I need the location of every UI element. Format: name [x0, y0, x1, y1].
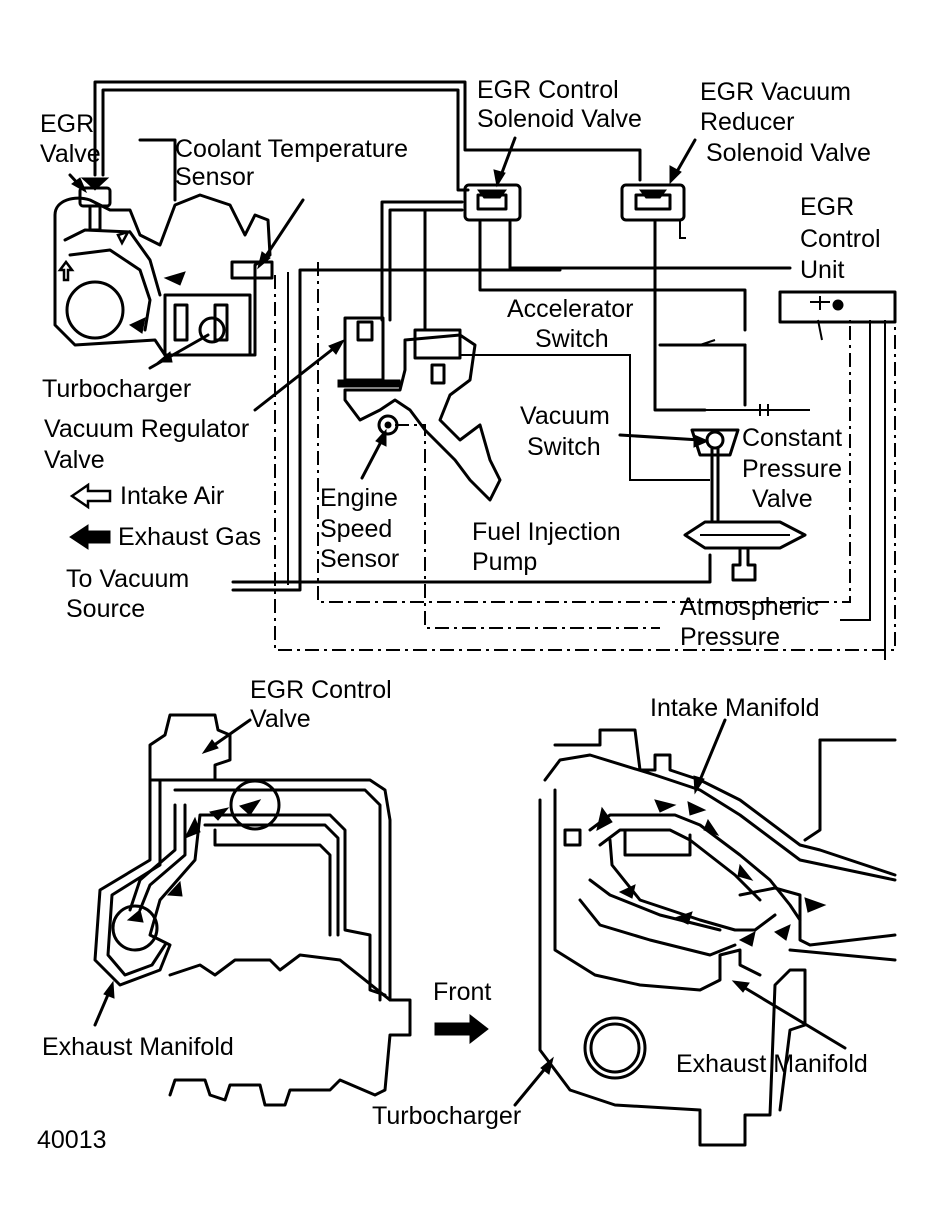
electrical-wiring — [274, 262, 896, 651]
vacuum-regulator-valve — [337, 316, 401, 388]
label-atmospheric-2: Pressure — [680, 623, 780, 651]
intake-air-arrow-icon — [69, 482, 112, 510]
egr-control-solenoid-valve — [463, 183, 522, 222]
label-accelerator-switch-2: Switch — [535, 325, 609, 353]
figure-number: 40013 — [37, 1126, 107, 1154]
coolant-temperature-sensor — [230, 260, 274, 280]
label-egr-control-unit-2: Control — [800, 225, 881, 253]
intake-exhaust-right-view — [513, 718, 897, 1147]
label-fuel-injection-1: Fuel Injection — [472, 518, 621, 546]
bottom-left-labels: EGR Control Valve Exhaust Manifold — [42, 676, 392, 1061]
label-egr-valve-1: EGR — [40, 110, 94, 138]
flow-legend: Intake Air Exhaust Gas — [69, 482, 261, 551]
label-egr-control-unit-3: Unit — [800, 256, 845, 284]
label-engine-speed-2: Speed — [320, 515, 392, 543]
egr-vacuum-reducer-solenoid-valve — [620, 183, 686, 239]
label-constant-pressure-2: Pressure — [742, 455, 842, 483]
label-egr-vacuum-reducer-2: Reducer — [700, 108, 795, 136]
label-vacuum-source-2: Source — [66, 595, 145, 623]
engine-turbo-block — [53, 193, 272, 357]
constant-pressure-valve — [683, 520, 807, 582]
leader-arrows-top — [68, 136, 710, 480]
label-vacuum-regulator-1: Vacuum Regulator — [44, 415, 249, 443]
label-turbocharger-bottom: Turbocharger — [372, 1102, 521, 1130]
egr-valve — [78, 177, 112, 232]
front-arrow-icon — [434, 1013, 489, 1045]
label-egr-control-solenoid-2: Solenoid Valve — [477, 105, 642, 133]
label-vacuum-switch-2: Switch — [527, 433, 601, 461]
legend-intake-air: Intake Air — [120, 482, 224, 510]
egr-control-unit — [778, 290, 897, 341]
label-egr-valve-2: Valve — [40, 140, 101, 168]
fuel-injection-pump — [343, 328, 502, 502]
legend-exhaust-gas: Exhaust Gas — [118, 523, 261, 551]
label-engine-speed-1: Engine — [320, 484, 398, 512]
label-vacuum-source-1: To Vacuum — [66, 565, 189, 593]
label-intake-manifold: Intake Manifold — [650, 694, 820, 722]
label-constant-pressure-1: Constant — [742, 424, 842, 452]
label-exhaust-manifold-right: Exhaust Manifold — [676, 1050, 868, 1078]
vacuum-hose-network — [93, 80, 886, 660]
label-fuel-injection-2: Pump — [472, 548, 537, 576]
label-constant-pressure-3: Valve — [752, 485, 813, 513]
label-atmospheric-1: Atmospheric — [680, 593, 819, 621]
label-engine-speed-3: Sensor — [320, 545, 399, 573]
label-egr-vacuum-reducer-3: Solenoid Valve — [706, 139, 871, 167]
egr-control-valve-left-view — [93, 713, 412, 1107]
bottom-right-labels: Intake Manifold Exhaust Manifold Turboch… — [372, 694, 868, 1130]
label-turbocharger-top: Turbocharger — [42, 375, 191, 403]
label-egr-control-valve-2: Valve — [250, 705, 311, 733]
top-diagram-labels: EGR Valve Coolant Temperature Sensor EGR… — [40, 76, 881, 651]
label-coolant-sensor-2: Sensor — [175, 163, 254, 191]
front-direction-indicator: Front — [433, 978, 491, 1045]
label-accelerator-switch-1: Accelerator — [507, 295, 633, 323]
label-egr-control-valve-1: EGR Control — [250, 676, 392, 704]
label-coolant-sensor-1: Coolant Temperature — [175, 135, 408, 163]
label-vacuum-switch-1: Vacuum — [520, 402, 610, 430]
label-exhaust-manifold-left: Exhaust Manifold — [42, 1033, 234, 1061]
exhaust-gas-arrow-icon — [69, 524, 111, 550]
vacuum-switch — [690, 428, 740, 457]
label-vacuum-regulator-2: Valve — [44, 446, 105, 474]
label-egr-vacuum-reducer-1: EGR Vacuum — [700, 78, 851, 106]
label-front: Front — [433, 978, 491, 1006]
label-egr-control-solenoid-1: EGR Control — [477, 76, 619, 104]
label-egr-control-unit-1: EGR — [800, 193, 854, 221]
